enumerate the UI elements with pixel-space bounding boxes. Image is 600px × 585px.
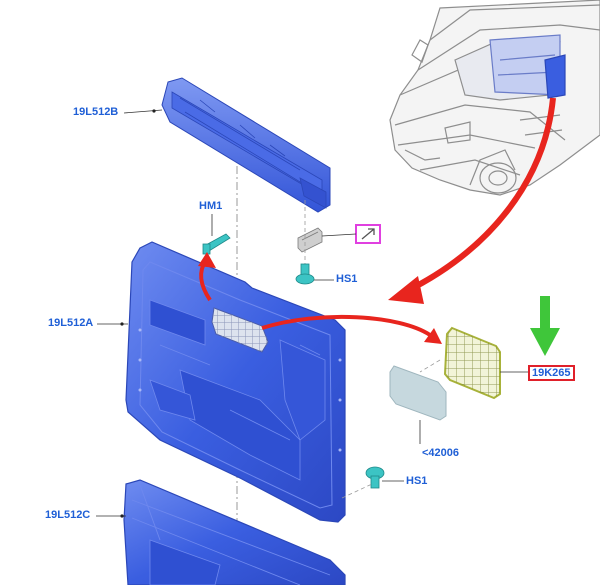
hs1-screw-lower bbox=[365, 466, 385, 489]
label-19K265: 19K265 bbox=[528, 365, 575, 381]
red-arrowhead-van bbox=[388, 276, 424, 304]
green-arrow-indicator bbox=[530, 296, 560, 356]
grille-to-glass-dash bbox=[419, 359, 441, 373]
red-arrow-mesh-to-grille bbox=[261, 314, 432, 337]
bracket-fastener bbox=[297, 227, 323, 253]
label-HS1-upper: HS1 bbox=[336, 273, 358, 285]
label-19L512C: 19L512C bbox=[45, 509, 91, 521]
leader-view-icon bbox=[321, 233, 357, 237]
leader-19L512B bbox=[123, 109, 163, 114]
label-19L512B: 19L512B bbox=[73, 106, 119, 118]
window-glass bbox=[389, 365, 447, 421]
hs1-screw-upper bbox=[295, 263, 315, 285]
window-grille bbox=[443, 326, 501, 400]
hm1-clip bbox=[202, 233, 231, 255]
red-arrowhead-grille bbox=[424, 328, 442, 344]
lower-panel-19L512C bbox=[123, 479, 346, 585]
red-arrowhead-hm1 bbox=[198, 252, 216, 268]
screw-lower-drop-line bbox=[341, 483, 373, 499]
label-HM1: HM1 bbox=[199, 200, 223, 212]
red-arrow-van-to-panel bbox=[403, 97, 556, 295]
upper-panel-19L512B bbox=[161, 77, 331, 213]
van-illustration bbox=[389, 0, 600, 196]
label-19L512A: 19L512A bbox=[48, 317, 94, 329]
view-detail-icon[interactable] bbox=[355, 224, 381, 244]
label-42006: <42006 bbox=[422, 447, 460, 459]
main-panel-19L512A bbox=[125, 241, 346, 523]
label-HS1-lower: HS1 bbox=[406, 475, 428, 487]
